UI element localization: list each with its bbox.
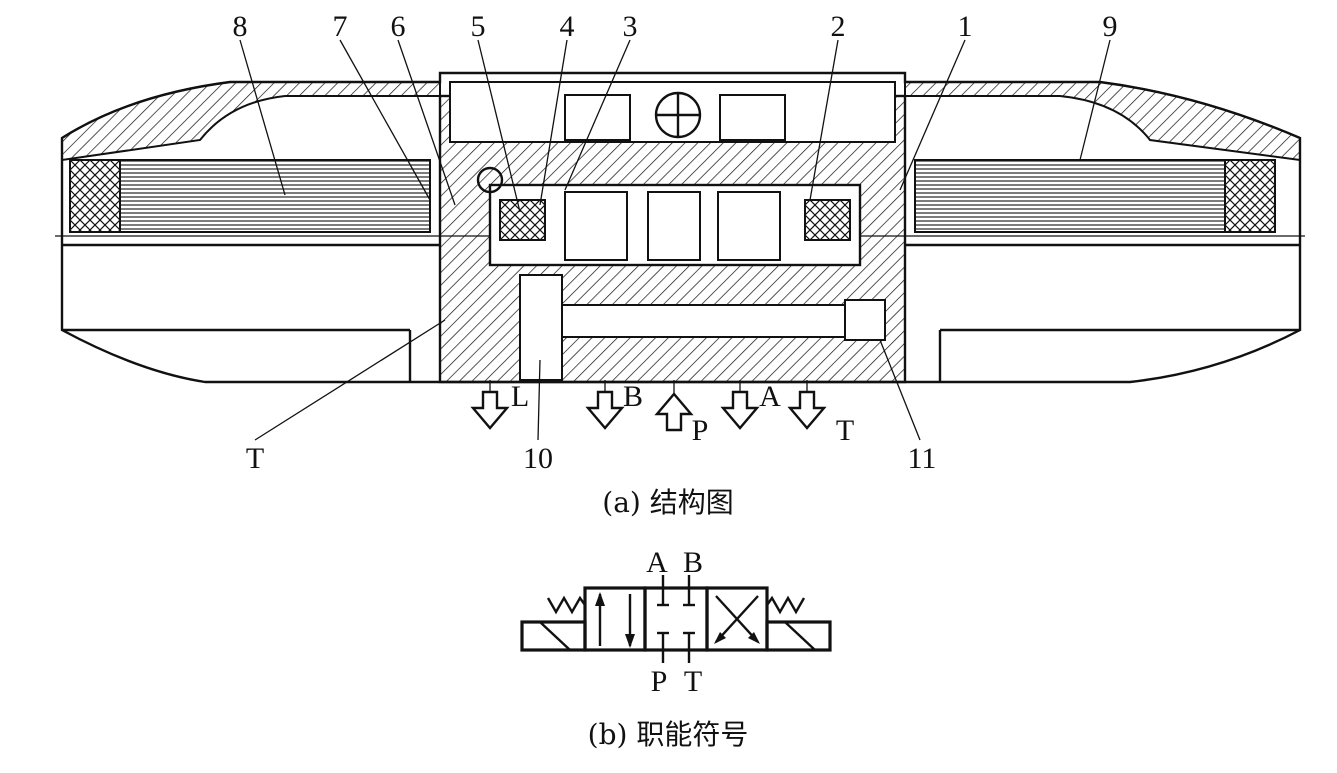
part-label-1: 1 — [958, 10, 973, 43]
left-end-cap — [61, 81, 441, 162]
port-label-L: L — [511, 380, 529, 413]
part-label-4: 4 — [560, 10, 575, 43]
part-labels: 8 7 6 5 4 3 2 1 9 10 11 — [233, 10, 1118, 475]
symbol-port-B: B — [683, 546, 703, 579]
envelope-right — [705, 586, 769, 652]
leader-lines — [239, 39, 1111, 441]
port-label-A: A — [759, 380, 781, 413]
port-B-arrow — [585, 390, 625, 430]
left-seal-ring — [69, 159, 121, 233]
port-arrows — [470, 380, 827, 432]
symbol-caption: (b) 职能符号 — [588, 718, 749, 751]
part-label-6: 6 — [391, 10, 406, 43]
left-solenoid-coil — [119, 159, 431, 233]
part-label-7: 7 — [333, 10, 348, 43]
part-label-3: 3 — [623, 10, 638, 43]
port-label-P: P — [692, 414, 709, 447]
symbol-port-T: T — [684, 665, 702, 698]
left-solenoid-symbol — [520, 620, 587, 652]
right-seal-ring — [1224, 159, 1276, 233]
structure-caption: (a) 结构图 — [602, 486, 733, 519]
port-label-T-right: T — [836, 414, 854, 447]
port-A-arrow — [720, 390, 760, 430]
right-solenoid-symbol — [765, 620, 832, 652]
port-label-B: B — [623, 380, 643, 413]
part-label-10: 10 — [523, 442, 553, 475]
part-label-9: 9 — [1103, 10, 1118, 43]
structure-drawing — [55, 71, 1305, 384]
port-labels: T L B P A T — [246, 380, 854, 475]
right-end-cap — [904, 81, 1301, 162]
envelope-left — [583, 586, 647, 652]
port-T-right-arrow — [787, 390, 827, 430]
port-L-arrow — [470, 390, 510, 430]
port-P-arrow — [654, 392, 694, 432]
part-label-5: 5 — [471, 10, 486, 43]
part-label-11: 11 — [908, 442, 937, 475]
functional-symbol — [520, 575, 832, 663]
part-label-8: 8 — [233, 10, 248, 43]
left-spring-symbol — [546, 595, 586, 615]
symbol-port-A: A — [646, 546, 668, 579]
envelope-center — [643, 586, 709, 652]
part-label-2: 2 — [831, 10, 846, 43]
right-spring-symbol — [766, 595, 806, 615]
symbol-port-P: P — [651, 665, 668, 698]
right-solenoid-coil — [914, 159, 1226, 233]
port-label-T-left: T — [246, 442, 264, 475]
